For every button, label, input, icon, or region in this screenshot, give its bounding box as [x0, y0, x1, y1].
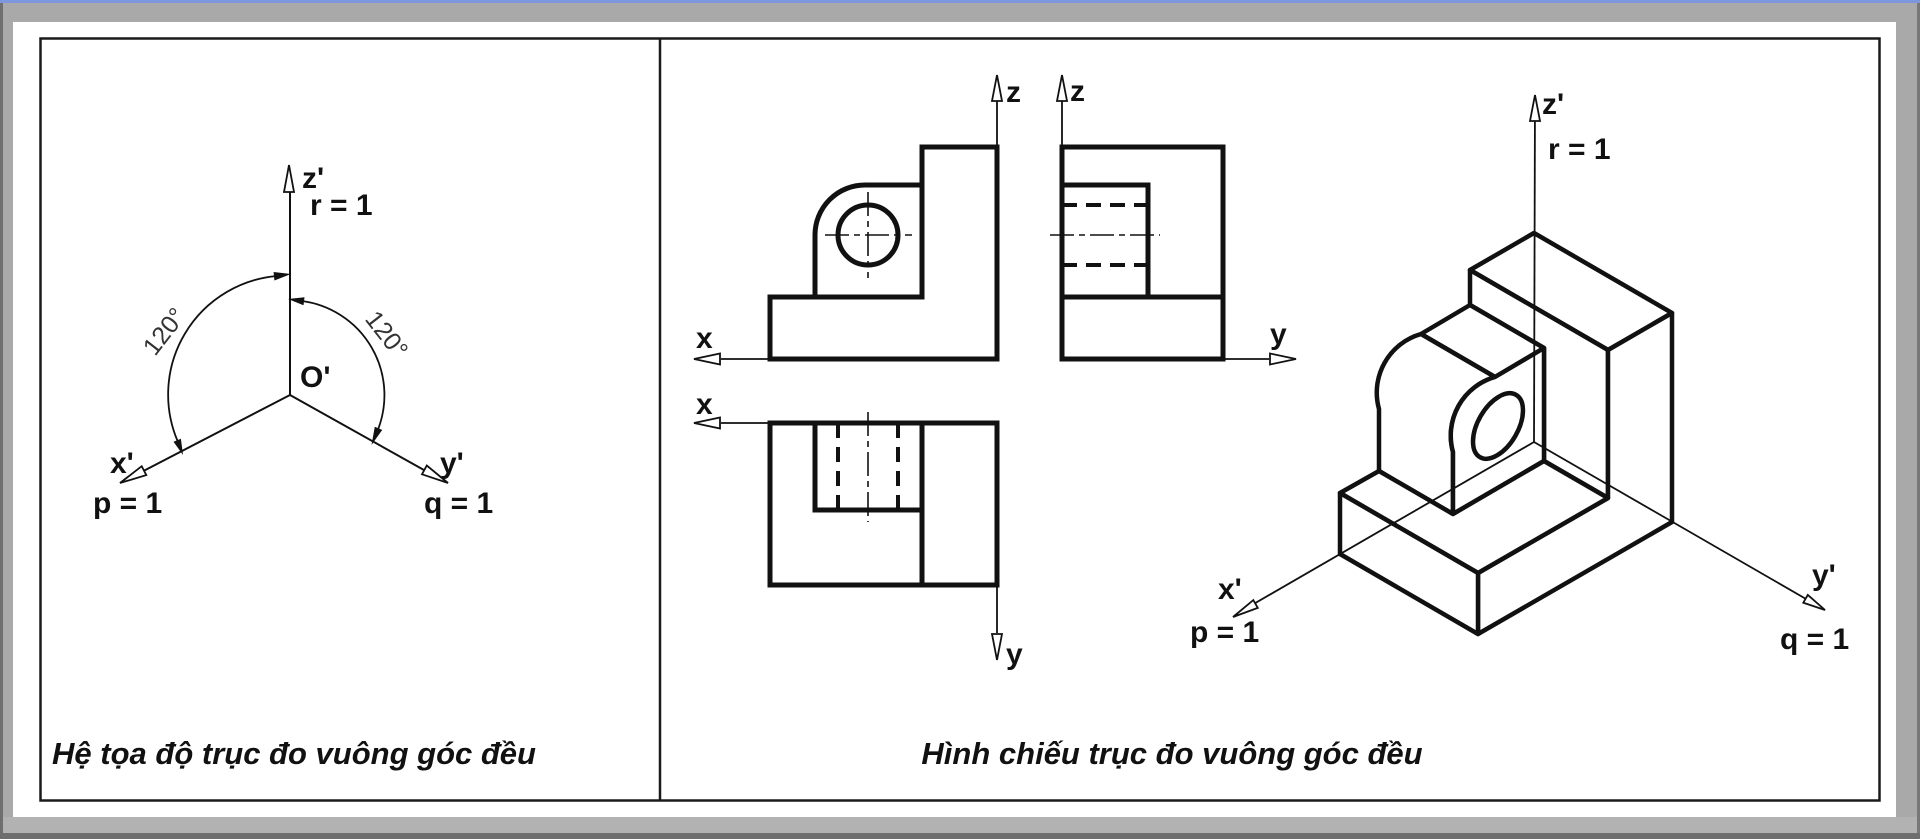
center-lines: [825, 192, 912, 278]
base-left-face: [1337, 490, 1481, 637]
isometric-view-drawing: [1232, 94, 1826, 637]
left-x-axis-label: x': [110, 447, 134, 480]
window-frame-left-bevel: [0, 3, 3, 839]
left-q-coefficient: q = 1: [424, 487, 494, 520]
left-panel-caption: Hệ tọa độ trục đo vuông góc đều: [52, 736, 536, 771]
hidden-hole-lines: [1062, 203, 1148, 267]
left-z-axis-label: z': [302, 162, 325, 195]
top-view-drawing: [693, 412, 1004, 661]
front-view-x-label: x: [696, 322, 713, 355]
origin-label: O': [300, 361, 331, 394]
iso-z-axis-label: z': [1542, 88, 1565, 121]
angle-arc-right: [301, 300, 386, 433]
iso-y-axis-label: y': [1812, 559, 1836, 592]
top-view-y-label: y: [1006, 638, 1023, 671]
window-frame-right: [1896, 22, 1917, 817]
window-frame-bottom-bevel: [0, 833, 1920, 839]
iso-p-coefficient: p = 1: [1190, 616, 1260, 649]
outer-border: [39, 37, 1881, 802]
side-view-y-label: y: [1270, 318, 1287, 351]
side-view-drawing: [1050, 74, 1297, 366]
window-frame-bottom: [3, 817, 1917, 833]
side-view-z-label: z: [1070, 75, 1085, 108]
right-panel-caption: Hình chiếu trục đo vuông góc đều: [921, 736, 1423, 771]
window-frame-left: [3, 22, 13, 817]
window-frame-right-bevel: [1917, 3, 1920, 839]
axonometric-axes-figure: [119, 164, 449, 484]
iso-r-coefficient: r = 1: [1548, 133, 1611, 166]
hole-ellipse: [1470, 391, 1526, 461]
top-view-x-label: x: [696, 388, 713, 421]
window-frame-top: [0, 3, 1920, 22]
iso-x-axis-label: x': [1218, 573, 1242, 606]
window-top-blue-edge: [0, 0, 1920, 3]
left-y-axis-label: y': [440, 447, 464, 480]
front-view-drawing: [693, 74, 1004, 366]
hidden-hole-lines: [836, 423, 900, 510]
left-p-coefficient: p = 1: [93, 487, 163, 520]
front-view-z-label: z: [1006, 76, 1021, 109]
left-r-coefficient: r = 1: [310, 189, 373, 222]
angle-arc-left: [167, 275, 278, 443]
iso-q-coefficient: q = 1: [1780, 623, 1850, 656]
